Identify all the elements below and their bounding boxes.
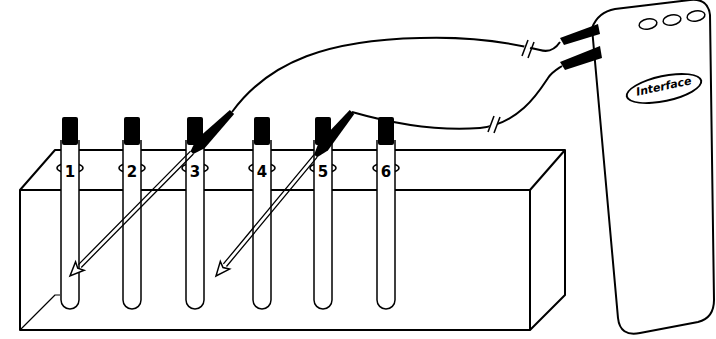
test-tube	[377, 140, 395, 309]
interface-body	[592, 0, 714, 334]
probe-wire	[232, 38, 560, 112]
stopper	[124, 117, 140, 145]
probe-tip	[216, 261, 230, 276]
tube-number: 5	[318, 165, 328, 180]
stopper	[62, 117, 78, 145]
tube-number: 3	[190, 165, 200, 180]
stopper	[254, 117, 270, 145]
test-tube	[61, 140, 79, 309]
break-mark	[528, 42, 534, 58]
tube-number: 1	[65, 165, 75, 180]
break-mark	[494, 117, 500, 133]
button	[662, 14, 681, 27]
rack-top-back	[20, 150, 565, 330]
probe-tip	[70, 262, 84, 276]
probe-wire	[352, 66, 562, 129]
interface-device	[560, 0, 714, 334]
rack-front	[20, 190, 530, 330]
test-tube	[123, 140, 141, 309]
button	[638, 18, 657, 31]
probe-rod	[78, 151, 193, 267]
probe-rod	[223, 155, 317, 267]
break-mark	[488, 116, 494, 132]
rack-base	[20, 295, 60, 330]
tube-number: 6	[381, 165, 391, 180]
button	[686, 10, 705, 23]
test-tube	[186, 140, 204, 309]
probe-handle	[314, 110, 354, 157]
break-mark	[522, 40, 528, 56]
test-tube	[314, 140, 332, 309]
plug	[560, 24, 600, 45]
rack-edge	[530, 150, 565, 190]
probe-handle	[191, 110, 235, 154]
tube-number: 2	[127, 165, 137, 180]
tube-number: 4	[257, 165, 267, 180]
plug	[560, 46, 602, 70]
